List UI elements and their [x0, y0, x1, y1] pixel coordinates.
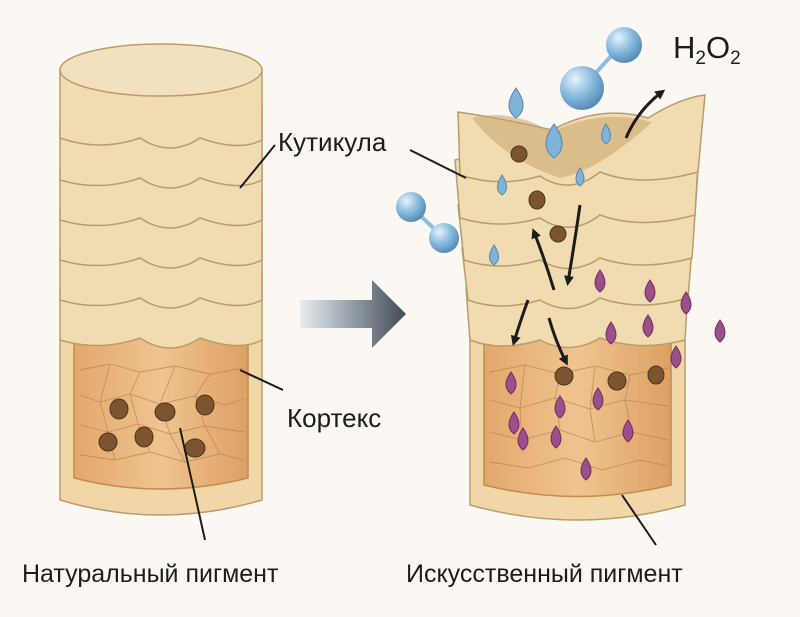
natural-pigment-granule [98, 432, 118, 452]
movement-arrow [510, 299, 530, 346]
water-drop-icon [575, 167, 585, 187]
water-drop-icon [489, 244, 499, 266]
cuticle-scales-left [59, 69, 263, 349]
natural-pigment-granule [195, 394, 215, 416]
process-arrow-icon [300, 280, 406, 348]
artificial-pigment-drop [554, 395, 566, 419]
formula-symbol: O [705, 30, 731, 65]
formula-symbol: H [673, 30, 696, 65]
cuticle-label: Кутикула [278, 127, 387, 157]
water-drop-icon [545, 123, 563, 159]
movement-arrow [564, 204, 582, 286]
formula-subscript: 2 [695, 48, 706, 69]
formula-subscript: 2 [730, 48, 741, 69]
natural-pigment-granule [607, 371, 627, 391]
natural-pigment-granule [528, 190, 546, 210]
artificial-pigment-drop [592, 387, 604, 411]
leader-lines [179, 144, 657, 546]
water-drops [489, 87, 611, 266]
residual-natural-pigment [510, 145, 665, 391]
artificial-pigment-drop [508, 411, 520, 435]
natural-hair-shaft [59, 43, 263, 516]
artificial-pigment-drop [644, 279, 656, 303]
natural-pigment-granule [510, 145, 528, 163]
pigment-movement-arrows [510, 204, 582, 366]
leader-line-natural-pigment [179, 427, 206, 541]
natural-pigment-granule [154, 402, 176, 422]
artificial-pigment-drops [505, 269, 726, 481]
natural-pigment-label: Натуральный пигмент [22, 560, 279, 588]
natural-pigment-granule [109, 398, 129, 420]
h2o2-molecule-icon [560, 27, 642, 110]
artificial-pigment-drop [642, 314, 654, 338]
artificial-pigment-drop [605, 321, 617, 345]
artificial-pigment-drop [594, 269, 606, 293]
natural-pigment-granule [554, 366, 574, 386]
movement-arrow [547, 317, 568, 366]
water-drop-icon [601, 123, 611, 145]
release-arrow-icon [624, 89, 666, 139]
natural-pigment-granules [98, 394, 215, 458]
artificial-pigment-drop [517, 427, 529, 451]
artificial-pigment-drop [714, 319, 726, 343]
artificial-pigment-drop [622, 419, 634, 443]
treated-hair-shaft [454, 94, 726, 521]
natural-pigment-granule [549, 225, 567, 243]
leader-line-artificial-pigment [621, 494, 657, 546]
artificial-pigment-drop [580, 457, 592, 481]
cortex-label: Кортекс [287, 403, 382, 433]
leader-line-cuticle-right [409, 149, 467, 179]
artificial-pigment-label: Искусственный пигмент [406, 560, 683, 588]
water-drop-icon [508, 87, 524, 119]
artificial-pigment-drop [550, 425, 562, 449]
artificial-pigment-drop [670, 345, 682, 369]
hair-top-cap [59, 43, 263, 97]
leader-line-cortex [239, 369, 284, 391]
h2o2-molecule-icon [396, 192, 459, 253]
water-drop-icon [497, 174, 507, 196]
movement-arrow [531, 228, 556, 291]
leader-line-cuticle [239, 144, 276, 189]
h2o2-formula: H2O2 [673, 30, 741, 70]
artificial-pigment-drop [680, 291, 692, 315]
artificial-pigment-drop [505, 371, 517, 395]
natural-pigment-granule [647, 365, 665, 385]
natural-pigment-granule [134, 426, 154, 448]
natural-pigment-granule [184, 438, 206, 458]
